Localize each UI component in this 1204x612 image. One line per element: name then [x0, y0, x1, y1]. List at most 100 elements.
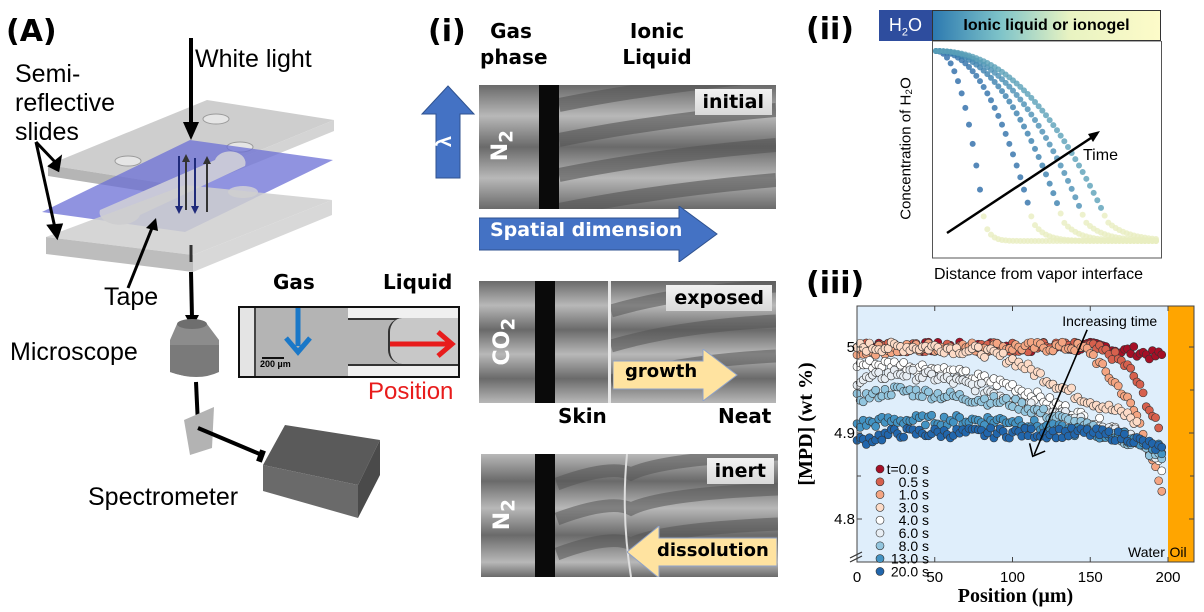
interferogram-exposed: CO2 exposed growth	[479, 281, 776, 403]
skin-label: Skin	[558, 404, 607, 428]
data-point	[877, 435, 887, 445]
dissolution-label: dissolution	[657, 540, 769, 561]
profile-point	[958, 90, 965, 97]
data-point	[1157, 442, 1167, 452]
profile-point	[962, 104, 969, 111]
tape-label: Tape	[104, 283, 159, 311]
data-point	[1089, 350, 1098, 360]
state-tag-initial: initial	[694, 89, 772, 115]
white-light-label: White light	[195, 45, 312, 73]
profile-point	[1028, 138, 1035, 145]
profile-point	[1072, 194, 1079, 201]
inset-gas-label: Gas	[273, 270, 315, 294]
data-point	[865, 356, 874, 365]
data-point	[871, 422, 880, 431]
dissolution-arrow	[627, 526, 777, 577]
profile-point	[1021, 87, 1027, 94]
legend-marker	[875, 541, 885, 551]
spectrometer-label: Spectrometer	[88, 483, 239, 511]
interferogram-initial: N2 initial	[479, 85, 776, 209]
data-point	[1026, 424, 1036, 434]
profile-point	[991, 78, 998, 85]
ionic-liquid-label: Ionic Liquid	[622, 18, 692, 70]
inset-channel-bottom	[348, 364, 458, 376]
lambda-symbol: λ	[434, 135, 457, 148]
profile-point	[1006, 98, 1013, 105]
profile-point	[1010, 87, 1016, 94]
legend-marker	[875, 477, 885, 487]
data-point	[1001, 394, 1011, 403]
slides-pointer-arrows	[34, 140, 64, 241]
time-label: Time	[1083, 147, 1118, 164]
ionic-liquid-line: Liquid	[622, 45, 692, 69]
h2o-h: H	[888, 15, 902, 35]
data-point	[1095, 413, 1104, 423]
profile-point	[1043, 134, 1049, 141]
oil-region	[1168, 306, 1194, 562]
data-point	[1126, 398, 1135, 408]
profile-point	[1013, 162, 1020, 169]
profile-point	[966, 121, 972, 128]
profile-point	[984, 226, 991, 233]
growth-arrow	[613, 349, 738, 401]
legend-marker	[875, 567, 885, 576]
tape-pointer-arrow	[126, 218, 158, 289]
profile-point	[966, 64, 972, 71]
slides-label-line: Semi-	[15, 60, 81, 88]
panel-i-label: (i)	[428, 14, 466, 49]
profile-point	[1079, 169, 1086, 176]
legend-label: 6.0 s	[899, 525, 929, 541]
data-point	[924, 387, 933, 397]
data-point	[1067, 383, 1076, 393]
gas-formula-sub: 2	[496, 130, 518, 143]
data-point	[1113, 381, 1123, 391]
profile-point	[1050, 148, 1057, 155]
inset-wall	[240, 308, 256, 376]
profile-point	[1094, 197, 1101, 204]
legend-label: 1.0 s	[899, 487, 929, 503]
increasing-time-arrow	[1028, 329, 1088, 458]
scale-bar-label: 200 µm	[260, 359, 291, 369]
growth-label: growth	[625, 361, 698, 382]
profile-point	[1017, 174, 1024, 181]
x-axis-label: Position (µm)	[958, 585, 1073, 607]
profile-point	[1024, 106, 1031, 113]
profile-point	[995, 83, 1002, 90]
gas-n2-label: N2	[488, 130, 517, 161]
profile-point	[977, 78, 983, 85]
data-point	[899, 432, 908, 442]
data-point	[1098, 359, 1107, 369]
gas-arrow	[284, 308, 312, 356]
data-point	[1154, 423, 1163, 433]
plot-frame	[932, 41, 1162, 259]
profile-point	[1076, 162, 1082, 169]
profile-point	[1010, 104, 1016, 111]
profile-point	[951, 68, 958, 75]
profile-point	[1098, 204, 1104, 211]
profile-point	[1032, 98, 1038, 105]
profile-point	[980, 213, 987, 220]
inset-position-label: Position	[368, 378, 454, 405]
slides-label: Semi- reflective slides	[15, 60, 115, 147]
time-arrow	[946, 131, 1100, 235]
profile-point	[1065, 177, 1071, 184]
data-point	[998, 348, 1008, 358]
arrow-head	[1028, 443, 1046, 458]
bottom-slide	[46, 185, 332, 272]
legend-marker	[875, 503, 885, 512]
profile-point	[988, 97, 994, 104]
increasing-time-annotation: Increasing time	[1062, 313, 1157, 329]
slides-label-line: reflective	[15, 89, 116, 117]
profile-point	[1017, 116, 1024, 123]
spectrometer-box	[263, 425, 380, 518]
y-axis-label: [MPD] (wt %)	[795, 362, 817, 485]
legend-label: 8.0 s	[899, 538, 929, 554]
water-label: Water	[1128, 544, 1165, 560]
x-tick-label: 100	[1000, 569, 1025, 586]
diffusion-profiles	[933, 48, 1159, 244]
profile-point	[1057, 132, 1064, 139]
profile-point	[1076, 202, 1082, 209]
x-tick-label: 50	[926, 569, 943, 586]
legend-label: 20.0 s	[891, 563, 929, 579]
